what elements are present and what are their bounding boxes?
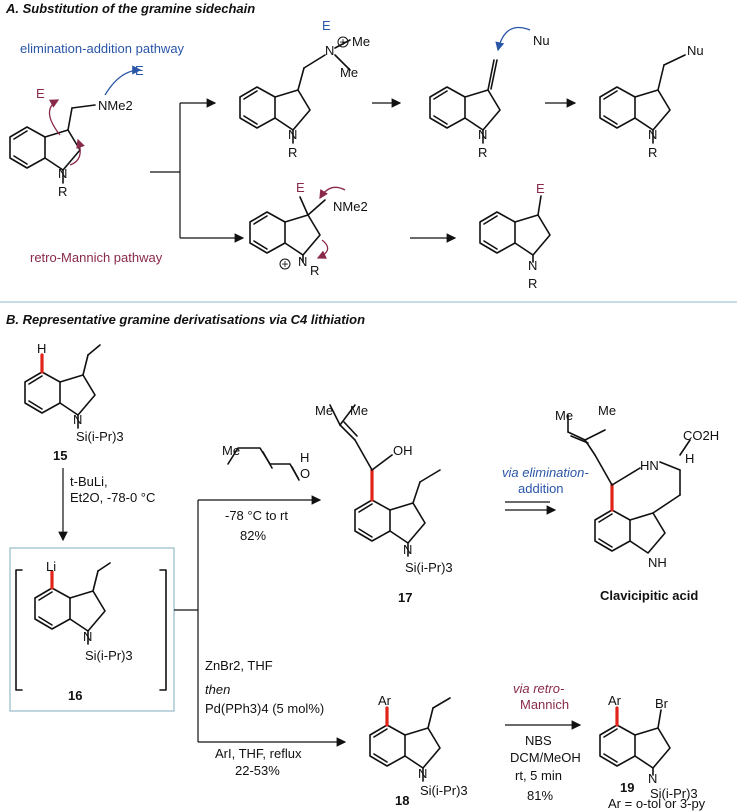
me-1: Me xyxy=(352,34,370,49)
e-iminium: E xyxy=(296,180,305,195)
e-on-nitrogen: E xyxy=(322,18,331,33)
gramine-start xyxy=(9,65,142,184)
label-18: 18 xyxy=(395,793,409,808)
step3-l5: 22-53% xyxy=(235,763,280,778)
br-19: Br xyxy=(655,696,669,711)
n-iminium: N xyxy=(298,254,307,269)
me-17a: Me xyxy=(315,403,333,418)
nme2-iminium: NMe2 xyxy=(333,199,368,214)
step3-l4: ArI, THF, reflux xyxy=(215,746,302,761)
nh-clav: NH xyxy=(648,555,667,570)
me-prenal: Me xyxy=(222,443,240,458)
label-15: 15 xyxy=(53,448,67,463)
via-elim-1: via elimination- xyxy=(502,465,589,480)
nu-label: Nu xyxy=(533,33,550,48)
label-16: 16 xyxy=(68,688,82,703)
compound-19 xyxy=(599,706,671,776)
si-19: Si(i-Pr)3 xyxy=(650,786,698,801)
via-elim-2: addition xyxy=(518,481,564,496)
e-product xyxy=(479,195,551,263)
si-16: Si(i-Pr)3 xyxy=(85,648,133,663)
svg-text:+: + xyxy=(282,257,289,271)
bracket-right xyxy=(159,569,167,691)
n-16: N xyxy=(83,629,92,644)
me-2: Me xyxy=(340,65,358,80)
section-b-title: B. Representative gramine derivatisation… xyxy=(6,312,365,327)
li-16: Li xyxy=(46,559,56,574)
section-a-title: A. Substitution of the gramine sidechain xyxy=(5,1,255,16)
n-e-product: N xyxy=(528,258,537,273)
n-start: N xyxy=(58,166,67,181)
step3-l2: then xyxy=(205,682,230,697)
step1-line2: Et2O, -78-0 °C xyxy=(70,490,155,505)
h-prenal: H xyxy=(300,450,309,465)
ar-definition: Ar = o-tol or 3-py xyxy=(608,796,706,811)
si-18: Si(i-Pr)3 xyxy=(420,783,468,798)
r-azafulvene: R xyxy=(478,145,487,160)
nbs-yield: 81% xyxy=(527,788,553,803)
label-19: 19 xyxy=(620,780,634,795)
o-prenal: O xyxy=(300,466,310,481)
n-17: N xyxy=(403,542,412,557)
si-17: Si(i-Pr)3 xyxy=(405,560,453,575)
h-clav: H xyxy=(685,451,694,466)
nme2-start: NMe2 xyxy=(98,98,133,113)
bracket-left xyxy=(15,569,23,691)
ar-19: Ar xyxy=(608,693,622,708)
retro-mannich-label: retro-Mannich pathway xyxy=(30,250,163,265)
n-18: N xyxy=(418,766,427,781)
azafulvene-intermediate xyxy=(429,26,531,144)
elimination-label: elimination-addition pathway xyxy=(20,41,185,56)
co2h-clav: CO2H xyxy=(683,428,719,443)
step1-line1: t-BuLi, xyxy=(70,474,108,489)
iminium-intermediate xyxy=(249,186,346,263)
svg-text:+: + xyxy=(340,35,347,49)
compound-15 xyxy=(24,344,101,429)
compound-17 xyxy=(329,404,441,557)
n-azafulvene: N xyxy=(478,127,487,142)
r-iminium: R xyxy=(310,263,319,278)
hn-clav: HN xyxy=(640,458,659,473)
compound-16-box xyxy=(9,547,175,712)
r-nu-product: R xyxy=(648,145,657,160)
n-19: N xyxy=(648,771,657,786)
n-15: N xyxy=(73,412,82,427)
step3-l3: Pd(PPh3)4 (5 mol%) xyxy=(205,701,324,716)
me-clav-b: Me xyxy=(598,403,616,418)
me-clav-a: Me xyxy=(555,408,573,423)
step3-l1: ZnBr2, THF xyxy=(205,658,273,673)
nbs: NBS xyxy=(525,733,552,748)
label-17: 17 xyxy=(398,590,412,605)
step2-cond1: -78 °C to rt xyxy=(225,508,288,523)
nu-product xyxy=(599,54,686,144)
ar-18: Ar xyxy=(378,693,392,708)
n-ammonium-ring: N xyxy=(288,127,297,142)
nu-product-label: Nu xyxy=(687,43,704,58)
clavicipitic-acid xyxy=(567,414,691,554)
r-e-product: R xyxy=(528,276,537,291)
compound-18 xyxy=(369,697,451,782)
n-nu-product: N xyxy=(648,127,657,142)
via-retro-1: via retro- xyxy=(513,681,565,696)
compound-16 xyxy=(34,562,111,645)
si-15: Si(i-Pr)3 xyxy=(76,429,124,444)
via-retro-2: Mannich xyxy=(520,697,569,712)
n-ammonium: N xyxy=(325,43,334,58)
me-17b: Me xyxy=(350,403,368,418)
r-start: R xyxy=(58,184,67,199)
e-plus-label-1: E xyxy=(36,86,45,101)
clavicipitic-label: Clavicipitic acid xyxy=(600,588,698,603)
step2-cond2: 82% xyxy=(240,528,266,543)
e-product-label: E xyxy=(536,181,545,196)
h-15: H xyxy=(37,341,46,356)
nbs-cond2: rt, 5 min xyxy=(515,768,562,783)
e-plus-label-2: E xyxy=(135,63,144,78)
oh-17: OH xyxy=(393,443,413,458)
prenal-reagent xyxy=(227,447,300,481)
nbs-cond1: DCM/MeOH xyxy=(510,750,581,765)
r-ammonium: R xyxy=(288,145,297,160)
